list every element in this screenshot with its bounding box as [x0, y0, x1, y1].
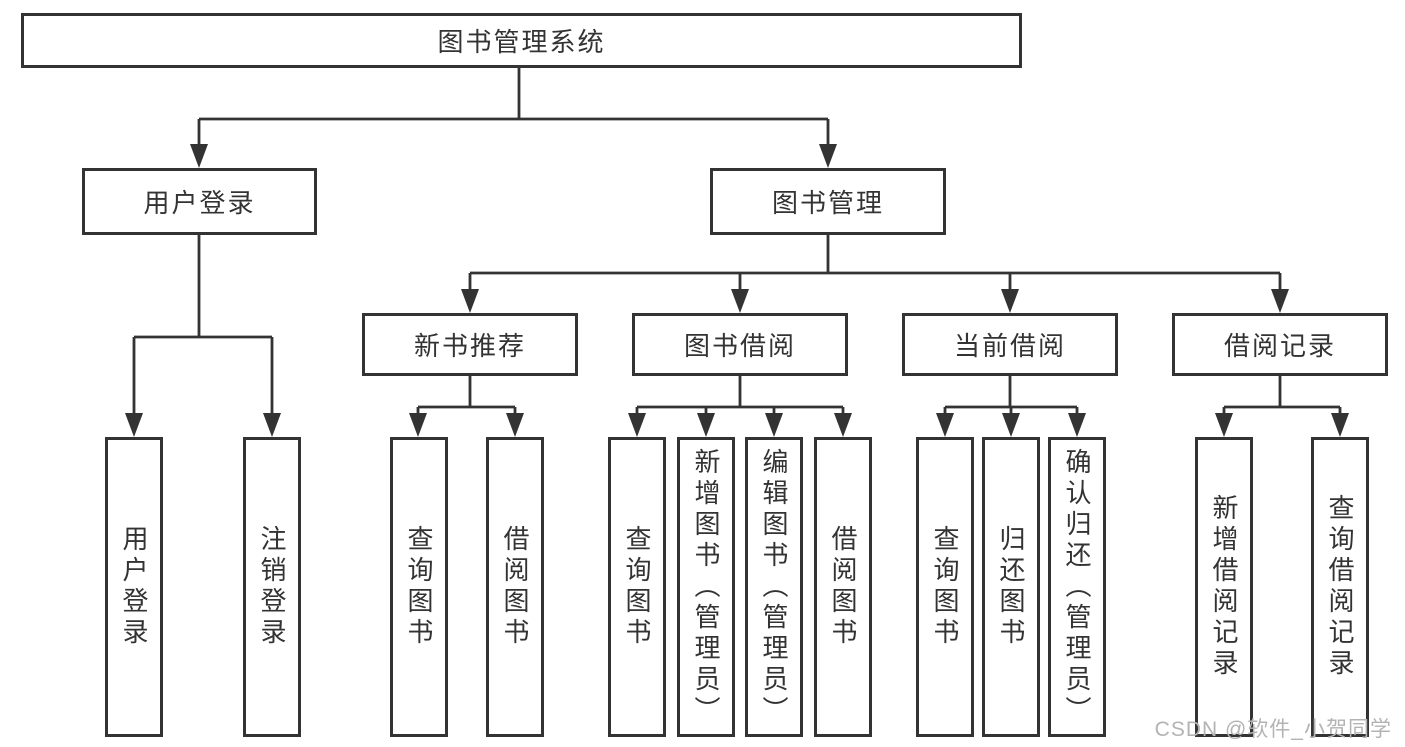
leaf-confirm-return-admin-label: 确认归还（管理员）: [1062, 447, 1092, 727]
leaf-edit-book-admin-label: 编辑图书（管理员）: [759, 447, 789, 727]
leaf-user-login: 用户登录: [105, 437, 163, 737]
leaf-confirm-return-admin: 确认归还（管理员）: [1048, 437, 1106, 737]
leaf-logout: 注销登录: [243, 437, 301, 737]
node-borrowing-records-label: 借阅记录: [1223, 331, 1336, 361]
leaf-edit-book-admin: 编辑图书（管理员）: [745, 437, 803, 737]
node-book-borrowing: 图书借阅: [632, 313, 848, 376]
node-root-label: 图书管理系统: [437, 27, 606, 57]
node-book-management: 图书管理: [710, 168, 946, 235]
leaf-borrow-books-borrowing: 借阅图书: [814, 437, 872, 737]
node-new-book-recommendation: 新书推荐: [362, 313, 578, 376]
leaf-add-book-admin: 新增图书（管理员）: [677, 437, 735, 737]
leaf-return-book-label: 归还图书: [996, 525, 1026, 649]
leaf-return-book: 归还图书: [982, 437, 1040, 737]
node-user-login: 用户登录: [82, 168, 317, 235]
leaf-query-books-borrowing-label: 查询图书: [622, 525, 652, 649]
leaf-query-books-current-label: 查询图书: [930, 525, 960, 649]
node-user-login-label: 用户登录: [143, 188, 256, 218]
leaf-add-book-admin-label: 新增图书（管理员）: [691, 447, 721, 727]
leaf-add-borrow-record-label: 新增借阅记录: [1209, 494, 1239, 680]
node-current-borrowing-label: 当前借阅: [953, 331, 1066, 361]
node-book-management-label: 图书管理: [771, 188, 884, 218]
leaf-borrow-books-borrowing-label: 借阅图书: [828, 525, 858, 649]
node-book-borrowing-label: 图书借阅: [683, 331, 796, 361]
leaf-query-books-borrowing: 查询图书: [608, 437, 666, 737]
leaf-query-borrow-record: 查询借阅记录: [1311, 437, 1369, 737]
leaf-logout-label: 注销登录: [257, 525, 287, 649]
leaf-user-login-label: 用户登录: [119, 525, 149, 649]
leaf-add-borrow-record: 新增借阅记录: [1195, 437, 1253, 737]
node-root: 图书管理系统: [21, 13, 1022, 68]
leaf-query-books-recommend-label: 查询图书: [404, 525, 434, 649]
leaf-query-books-recommend: 查询图书: [390, 437, 448, 737]
node-current-borrowing: 当前借阅: [902, 313, 1118, 376]
leaf-borrow-books-recommend-label: 借阅图书: [500, 525, 530, 649]
csdn-watermark: CSDN @软件_小贺同学: [1154, 718, 1392, 741]
arrowheads: [125, 144, 1349, 437]
leaf-query-borrow-record-label: 查询借阅记录: [1325, 494, 1355, 680]
node-new-book-recommendation-label: 新书推荐: [413, 331, 526, 361]
leaf-borrow-books-recommend: 借阅图书: [486, 437, 544, 737]
leaf-query-books-current: 查询图书: [916, 437, 974, 737]
node-borrowing-records: 借阅记录: [1172, 313, 1388, 376]
